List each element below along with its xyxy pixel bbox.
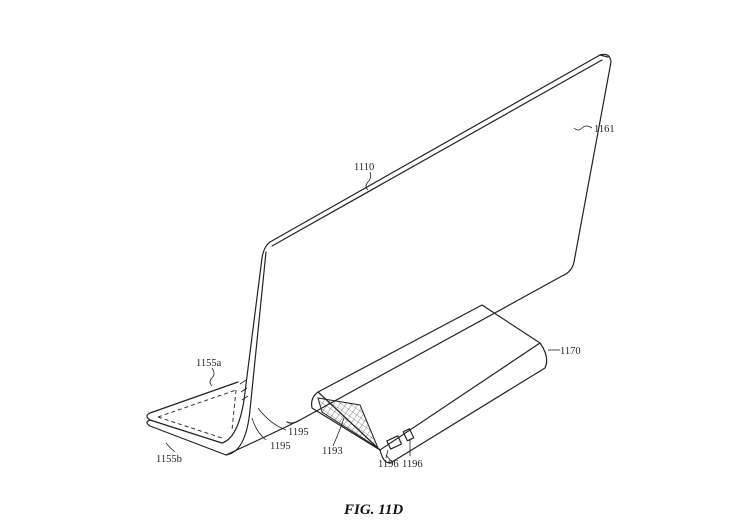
label-1196-left: 1196 — [378, 459, 399, 470]
figure-caption: FIG. 11D — [343, 502, 403, 518]
label-1155b: 1155b — [156, 454, 182, 465]
label-1196-right: 1196 — [402, 459, 423, 470]
label-1110: 1110 — [354, 162, 374, 173]
label-1161: 1161 — [594, 124, 615, 135]
label-1195-upper: 1195 — [288, 427, 309, 438]
leader-lines — [165, 125, 593, 459]
cover-flap — [146, 379, 301, 456]
display-panel — [243, 53, 612, 424]
stand — [311, 304, 548, 464]
label-1155a: 1155a — [196, 358, 222, 369]
label-1195-lower: 1195 — [270, 441, 291, 452]
label-1170: 1170 — [560, 346, 581, 357]
label-1193: 1193 — [322, 446, 343, 457]
